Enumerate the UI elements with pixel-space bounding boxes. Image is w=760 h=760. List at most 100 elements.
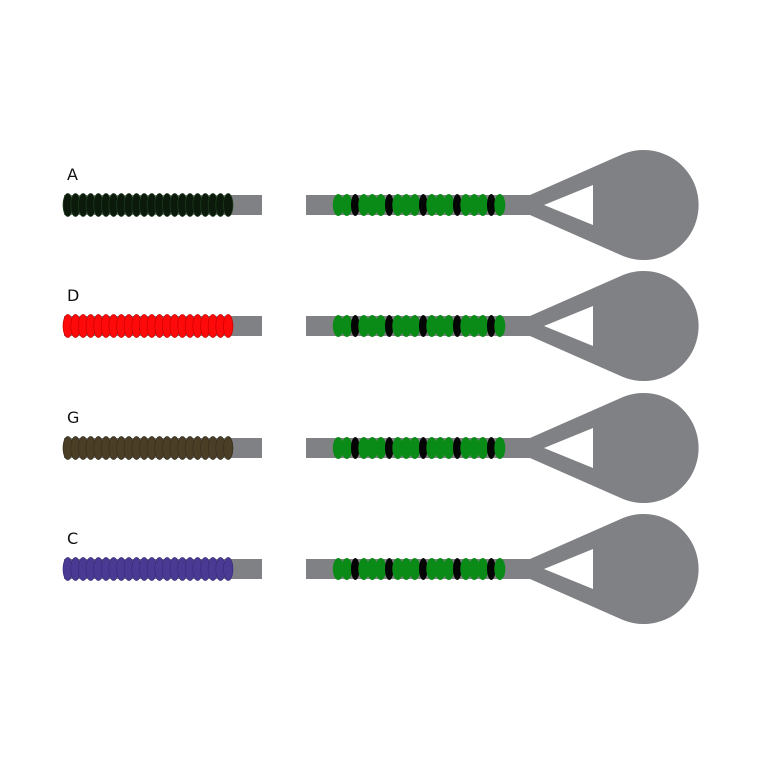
green-coil: [375, 194, 387, 216]
green-coil: [392, 558, 404, 580]
green-coil: [400, 194, 412, 216]
black-band: [419, 194, 428, 216]
black-band: [453, 437, 462, 459]
wrap-coil: [223, 436, 234, 460]
black-band: [487, 315, 496, 337]
green-coil: [341, 315, 353, 337]
black-band: [487, 194, 496, 216]
black-band: [351, 194, 360, 216]
green-coil: [392, 437, 404, 459]
green-coil: [434, 437, 446, 459]
green-coil: [434, 558, 446, 580]
wrap-coil: [223, 314, 234, 338]
green-coil: [494, 194, 506, 216]
butt-wrap: [62, 314, 234, 338]
green-coil: [409, 558, 421, 580]
green-coil: [494, 437, 506, 459]
black-band: [453, 558, 462, 580]
wrap-coil: [223, 193, 234, 217]
black-band: [487, 558, 496, 580]
green-coil: [341, 194, 353, 216]
green-coil: [468, 558, 480, 580]
green-coil: [477, 315, 489, 337]
green-coil: [426, 437, 438, 459]
green-coil: [468, 194, 480, 216]
black-band: [385, 194, 394, 216]
green-coil: [426, 558, 438, 580]
spear-head: [530, 149, 699, 261]
green-coil: [366, 194, 378, 216]
head-cutout: [544, 549, 593, 589]
black-band: [385, 558, 394, 580]
black-band: [385, 315, 394, 337]
green-coil: [341, 437, 353, 459]
green-wrap: [332, 315, 506, 337]
green-coil: [392, 315, 404, 337]
green-coil: [409, 315, 421, 337]
green-coil: [332, 194, 344, 216]
green-coil: [332, 558, 344, 580]
green-coil: [358, 194, 370, 216]
green-coil: [366, 315, 378, 337]
row-label: C: [67, 529, 78, 548]
green-coil: [409, 194, 421, 216]
butt-wrap: [62, 557, 234, 581]
green-coil: [358, 315, 370, 337]
row-label: A: [67, 165, 78, 184]
green-coil: [409, 437, 421, 459]
spear-row-a: A: [62, 149, 699, 261]
butt-wrap: [62, 436, 234, 460]
green-coil: [443, 558, 455, 580]
spear-row-d: D: [62, 271, 699, 382]
green-coil: [460, 558, 472, 580]
green-coil: [460, 437, 472, 459]
green-coil: [443, 315, 455, 337]
green-coil: [426, 194, 438, 216]
green-coil: [460, 315, 472, 337]
spear-head: [530, 514, 699, 625]
green-coil: [358, 558, 370, 580]
black-band: [453, 315, 462, 337]
black-band: [351, 558, 360, 580]
green-coil: [366, 558, 378, 580]
green-coil: [341, 558, 353, 580]
row-label: G: [67, 408, 79, 427]
green-coil: [443, 437, 455, 459]
black-band: [385, 437, 394, 459]
black-band: [419, 315, 428, 337]
green-coil: [400, 437, 412, 459]
row-label: D: [67, 286, 79, 305]
spear-row-g: G: [62, 393, 699, 504]
green-coil: [477, 437, 489, 459]
green-wrap: [332, 558, 506, 580]
green-coil: [468, 437, 480, 459]
green-coil: [375, 558, 387, 580]
green-coil: [332, 315, 344, 337]
green-coil: [477, 194, 489, 216]
spear-head: [530, 393, 699, 504]
black-band: [351, 315, 360, 337]
green-coil: [375, 315, 387, 337]
head-cutout: [544, 306, 593, 346]
green-coil: [443, 194, 455, 216]
green-coil: [358, 437, 370, 459]
green-coil: [400, 315, 412, 337]
black-band: [351, 437, 360, 459]
green-coil: [468, 315, 480, 337]
green-coil: [494, 558, 506, 580]
green-coil: [332, 437, 344, 459]
spear-row-c: C: [62, 514, 699, 625]
green-coil: [375, 437, 387, 459]
butt-wrap: [62, 193, 234, 217]
green-coil: [366, 437, 378, 459]
green-coil: [400, 558, 412, 580]
green-wrap: [332, 194, 506, 216]
green-coil: [477, 558, 489, 580]
black-band: [419, 558, 428, 580]
wrap-coil: [223, 557, 234, 581]
black-band: [453, 194, 462, 216]
head-cutout: [544, 185, 593, 225]
green-wrap: [332, 437, 506, 459]
head-cutout: [544, 428, 593, 468]
